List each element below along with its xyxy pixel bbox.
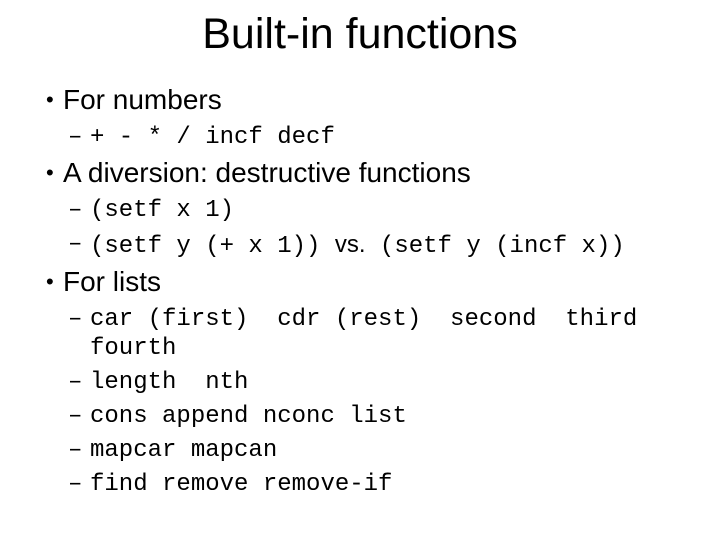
code-text: (setf y (incf x)): [365, 233, 625, 260]
bullet-label: A diversion: destructive functions: [63, 157, 471, 188]
code-text: (setf x 1): [90, 197, 235, 224]
code-text: find remove remove-if: [90, 471, 393, 498]
mixed-code-line: (setf y (+ x 1)) vs. (setf y (incf x)): [90, 230, 625, 261]
sub-list: – (setf x 1) – (setf y (+ x 1)) vs. (set…: [68, 196, 690, 261]
code-text: car (first) cdr (rest) second third four…: [90, 306, 638, 362]
bullet-label: For lists: [63, 266, 161, 297]
sub-item: – find remove remove-if: [68, 470, 690, 499]
bullet-icon: •: [46, 160, 54, 185]
code-text: mapcar mapcan: [90, 437, 278, 464]
sub-item: – cons append nconc list: [68, 402, 690, 431]
code-text: + - * / incf decf: [90, 124, 335, 151]
sub-dash-icon: –: [68, 124, 83, 151]
bullet-list: • For numbers – + - * / incf decf • A di…: [46, 84, 690, 499]
sub-dash-icon: –: [68, 306, 83, 333]
sub-item: – (setf x 1): [68, 196, 690, 225]
sub-dash-icon: –: [68, 403, 83, 430]
code-text: length nth: [90, 369, 249, 396]
sub-dash-icon: –: [68, 197, 83, 224]
sub-item: – + - * / incf decf: [68, 123, 690, 152]
vs-text: vs.: [334, 231, 366, 258]
sub-item: – car (first) cdr (rest) second third fo…: [68, 305, 690, 363]
code-text: cons append nconc list: [90, 403, 407, 430]
sub-list: – car (first) cdr (rest) second third fo…: [68, 305, 690, 499]
bullet-icon: •: [46, 87, 54, 112]
bullet-item: • For lists: [46, 266, 690, 298]
sub-item: – (setf y (+ x 1)) vs. (setf y (incf x)): [68, 230, 690, 261]
bullet-icon: •: [46, 269, 54, 294]
sub-dash-icon: –: [68, 471, 83, 498]
sub-dash-icon: –: [68, 369, 83, 396]
bullet-item: • For numbers: [46, 84, 690, 116]
sub-list: – + - * / incf decf: [68, 123, 690, 152]
sub-dash-icon: –: [68, 231, 83, 258]
sub-dash-icon: –: [68, 437, 83, 464]
sub-item: – length nth: [68, 368, 690, 397]
code-text: (setf y (+ x 1)): [90, 233, 335, 260]
bullet-item: • A diversion: destructive functions: [46, 157, 690, 189]
bullet-label: For numbers: [63, 84, 222, 115]
slide-title: Built-in functions: [202, 10, 518, 58]
sub-item: – mapcar mapcan: [68, 436, 690, 465]
